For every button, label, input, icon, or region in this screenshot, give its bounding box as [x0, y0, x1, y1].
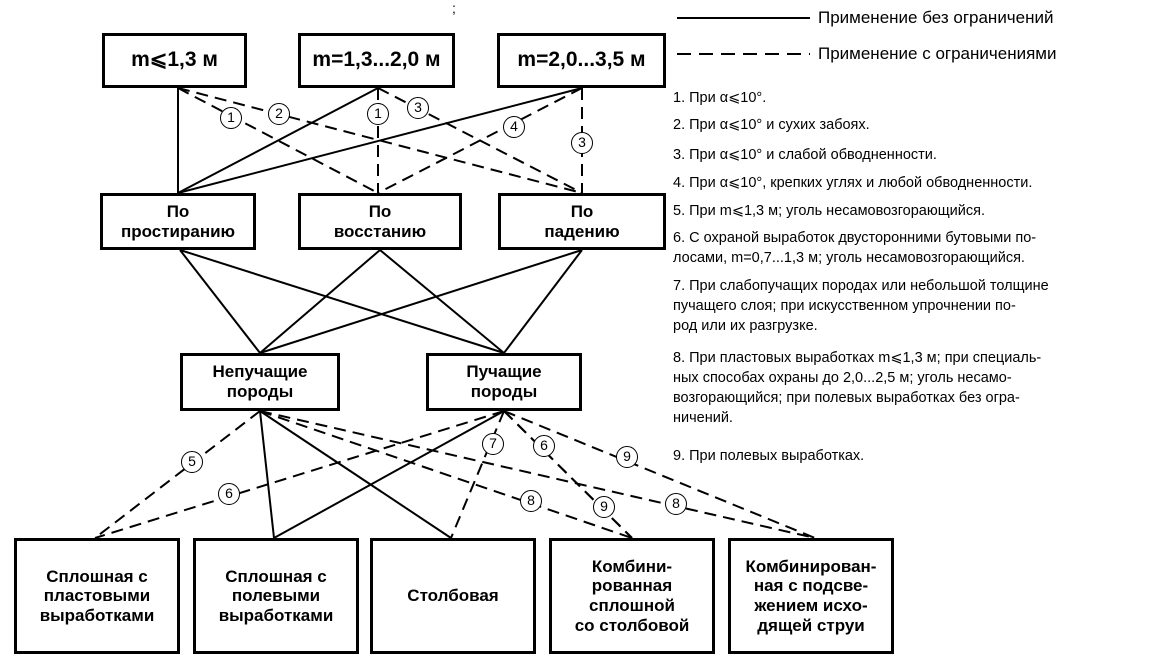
- connector-r2-s5: [503, 410, 816, 539]
- box-direction-dip-label: По падению: [544, 201, 620, 241]
- box-thickness-low-label: m⩽1,3 м: [131, 48, 218, 72]
- connector-t3-d2: [377, 87, 583, 194]
- condition-note-7: 7. При слабопучащих породах или небольшо…: [673, 278, 1049, 334]
- condition-marker: 3: [407, 97, 429, 119]
- condition-note-5: 5. При m⩽1,3 м; уголь несамовозгорающийс…: [673, 203, 985, 219]
- box-thickness-low: m⩽1,3 м: [102, 33, 247, 88]
- connector-r1-s3: [259, 410, 452, 539]
- condition-marker: 7: [482, 433, 504, 455]
- connector-d3-r1: [259, 249, 583, 354]
- box-system-continuous-seam: Сплошная с пластовыми выработками: [14, 538, 180, 654]
- connector-d2-r2: [379, 249, 505, 354]
- condition-note-9: 9. При полевых выработках.: [673, 448, 865, 464]
- box-system-combined-refresh-label: Комбинирован- ная с подсве- жением исхо-…: [745, 556, 877, 635]
- connector-d1-r1: [179, 249, 261, 354]
- legend-solid-label: Применение без ограничений: [818, 8, 1054, 27]
- connector-r1-s2: [259, 410, 275, 539]
- condition-marker: 6: [218, 483, 240, 505]
- condition-marker: 4: [503, 116, 525, 138]
- box-direction-rise-label: По восстанию: [333, 201, 427, 241]
- box-thickness-mid-label: m=1,3...2,0 м: [312, 48, 441, 72]
- condition-marker: 8: [520, 490, 542, 512]
- condition-note-4: 4. При α⩽10°, крепких углях и любой обво…: [673, 175, 1033, 191]
- box-system-pillar: Столбовая: [370, 538, 536, 654]
- box-rock-nonheaving-label: Непучащие породы: [212, 362, 308, 401]
- legend-lines: [677, 17, 810, 55]
- connector-r2-s3: [450, 410, 505, 539]
- connector-d2-r1: [259, 249, 381, 354]
- condition-marker: 1: [220, 107, 242, 129]
- box-system-combined-refresh: Комбинирован- ная с подсве- жением исхо-…: [728, 538, 894, 654]
- condition-note-3: 3. При α⩽10° и слабой обводненности.: [673, 147, 937, 163]
- link-layer: [94, 87, 816, 539]
- condition-note-2: 2. При α⩽10° и сухих забоях.: [673, 117, 870, 133]
- box-system-combined-label: Комбини- рованная сплошной со столбовой: [574, 556, 690, 635]
- box-rock-heaving: Пучащие породы: [426, 353, 582, 411]
- legend-dashed-label: Применение с ограничениями: [818, 44, 1057, 63]
- condition-marker: 5: [181, 451, 203, 473]
- connector-r2-s4: [503, 410, 633, 539]
- connector-t2-d1: [177, 87, 379, 194]
- condition-note-6: 6. С охраной выработок двусторонними бут…: [673, 230, 1037, 266]
- condition-marker: 1: [367, 103, 389, 125]
- connector-d3-r2: [503, 249, 583, 354]
- box-thickness-high-label: m=2,0...3,5 м: [517, 48, 646, 72]
- condition-marker: 3: [571, 132, 593, 154]
- connector-r1-s1: [94, 410, 261, 539]
- connector-r2-s1: [94, 410, 505, 539]
- box-direction-dip: По падению: [498, 193, 666, 250]
- box-system-continuous-field-label: Сплошная с полевыми выработками: [218, 566, 334, 625]
- connector-r1-s4: [259, 410, 633, 539]
- box-system-continuous-seam-label: Сплошная с пластовыми выработками: [39, 566, 155, 625]
- connector-t1-d3: [177, 87, 583, 194]
- condition-marker: 9: [593, 496, 615, 518]
- box-direction-rise: По восстанию: [298, 193, 462, 250]
- stray-semicolon: ;: [452, 0, 456, 16]
- box-thickness-high: m=2,0...3,5 м: [497, 33, 666, 88]
- box-system-pillar-label: Столбовая: [407, 586, 499, 606]
- condition-marker: 2: [268, 103, 290, 125]
- condition-marker: 9: [616, 446, 638, 468]
- condition-note-1: 1. При α⩽10°.: [673, 90, 767, 106]
- condition-marker: 6: [533, 435, 555, 457]
- box-rock-nonheaving: Непучащие породы: [180, 353, 340, 411]
- connector-r2-s2: [273, 410, 505, 539]
- box-direction-strike: По простиранию: [100, 193, 256, 250]
- connector-r1-s5: [259, 410, 816, 539]
- connector-t3-d1: [177, 87, 583, 194]
- box-system-continuous-field: Сплошная с полевыми выработками: [193, 538, 359, 654]
- connector-d1-r2: [179, 249, 505, 354]
- box-rock-heaving-label: Пучащие породы: [466, 362, 542, 401]
- condition-note-8: 8. При пластовых выработках m⩽1,3 м; при…: [673, 350, 1042, 426]
- box-thickness-mid: m=1,3...2,0 м: [298, 33, 455, 88]
- box-direction-strike-label: По простиранию: [120, 201, 236, 241]
- box-system-combined: Комбини- рованная сплошной со столбовой: [549, 538, 715, 654]
- condition-marker: 8: [665, 493, 687, 515]
